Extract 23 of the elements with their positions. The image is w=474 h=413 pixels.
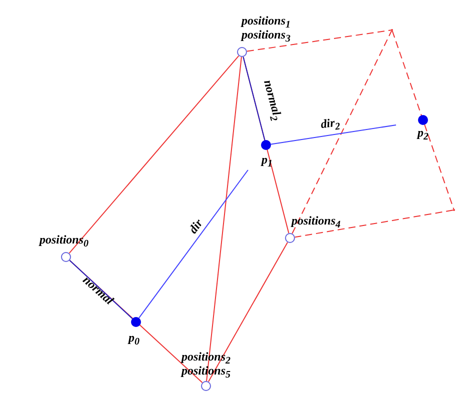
point-dot xyxy=(418,115,428,125)
dashed-line xyxy=(292,30,392,234)
vertex-circle xyxy=(285,233,295,243)
point-label: p$_{2}$ xyxy=(418,125,428,145)
dashed-line xyxy=(246,30,392,52)
point-label: p$_{0}$ xyxy=(128,330,140,350)
edge-label: dir xyxy=(186,216,206,236)
line-segment xyxy=(69,260,133,320)
line-segment xyxy=(206,56,242,382)
line-segment xyxy=(270,124,396,145)
point-dot xyxy=(131,317,141,327)
line-segment xyxy=(208,242,288,382)
dashed-line xyxy=(392,30,454,210)
point-dot xyxy=(261,140,271,150)
vertex-circle xyxy=(201,381,211,391)
dashed-line xyxy=(294,210,454,238)
vertex-circle xyxy=(61,252,71,262)
line-segment xyxy=(68,55,240,254)
line-segment xyxy=(138,170,248,318)
line-segment xyxy=(69,260,203,384)
line-segment xyxy=(242,56,266,141)
vertex-circle xyxy=(237,47,247,57)
edge-label: dir$_{2}$ xyxy=(320,115,340,134)
